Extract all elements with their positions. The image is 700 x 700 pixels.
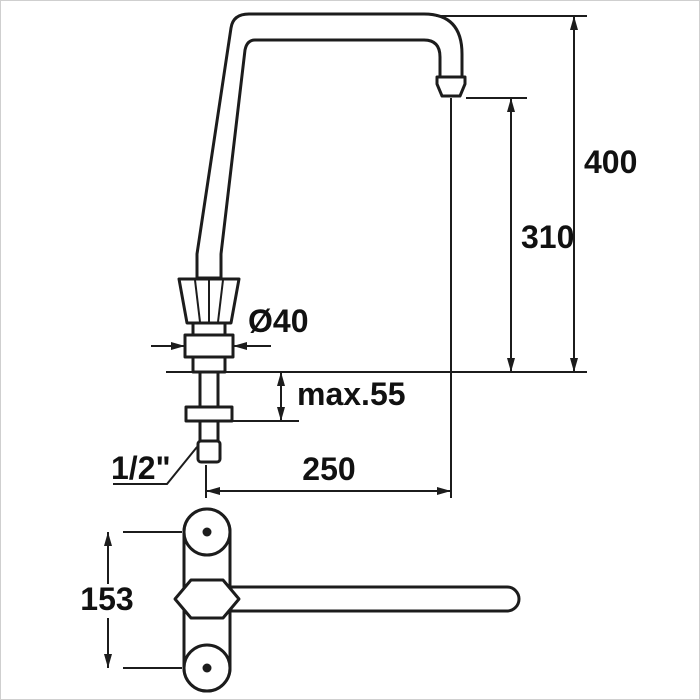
handle-facet-line (217, 279, 224, 323)
faucet-body-lower (191, 355, 227, 374)
spout-top-view (229, 585, 521, 613)
dimension-overall-height: 400 (436, 15, 637, 372)
leader-line (113, 446, 198, 485)
dimension-hole-spacing: 153 (80, 531, 182, 669)
faucet-aerator-tip (435, 75, 467, 98)
thread-size-label: 1/2" (111, 450, 171, 486)
arrowhead (570, 16, 578, 30)
hole-center-mark (202, 663, 212, 673)
faucet-body-upper (191, 321, 227, 337)
arrowhead (437, 487, 451, 495)
hole-spacing-label: 153 (80, 581, 133, 617)
dimension-max-thickness: max.55 (226, 372, 406, 422)
dimension-outlet-height: 310 (466, 97, 574, 372)
arrowhead (570, 358, 578, 372)
faucet-side-view (166, 12, 587, 464)
body-hex-nut (173, 578, 241, 620)
spout-reach-label: 250 (302, 451, 355, 487)
faucet-spout-outline (195, 12, 464, 280)
arrowhead (104, 532, 112, 546)
lock-nut (184, 405, 234, 423)
arrowhead (171, 342, 185, 350)
arrowhead (507, 98, 515, 112)
arrowhead (233, 342, 247, 350)
dimension-body-diameter: Ø40 (151, 303, 308, 350)
dimension-spout-reach: 250 (205, 98, 452, 498)
arrowhead (277, 407, 285, 421)
arrowhead (277, 372, 285, 386)
arrowhead (104, 654, 112, 668)
faucet-top-view: 153 (80, 507, 521, 693)
overall-height-label: 400 (584, 144, 637, 180)
body-diameter-label: Ø40 (248, 303, 308, 339)
arrowhead (206, 487, 220, 495)
outlet-height-label: 310 (521, 219, 574, 255)
hole-center-mark (202, 527, 212, 537)
arrowhead (507, 358, 515, 372)
callout-thread-size: 1/2" (111, 446, 198, 486)
handle-facet-line (194, 279, 201, 323)
faucet-body-collar (183, 333, 235, 359)
max-thickness-label: max.55 (297, 376, 406, 412)
connection-tailpiece (196, 439, 222, 464)
